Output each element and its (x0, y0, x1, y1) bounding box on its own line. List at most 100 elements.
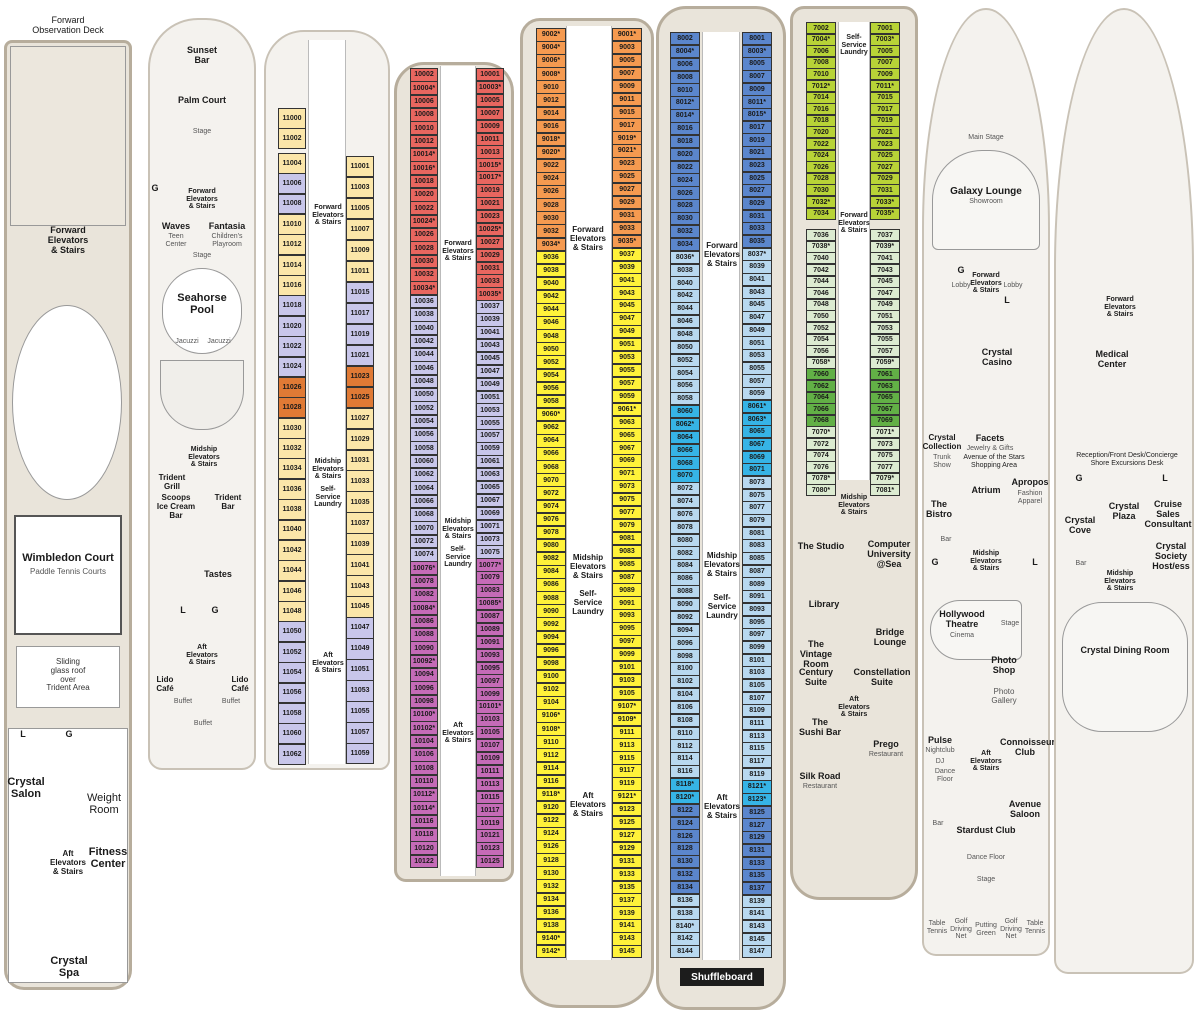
cabin-8019: 8019 (742, 133, 772, 147)
lobby-1: Lobby (951, 282, 971, 289)
cabin-10014: 10014* (410, 148, 438, 162)
cabin-8077: 8077 (742, 501, 772, 515)
buffet-3: Buffet (193, 720, 213, 727)
cabin-10064: 10064 (410, 481, 438, 496)
cabin-10034: 10034* (410, 281, 438, 296)
cabin-9053: 9053 (612, 350, 642, 365)
cabin-8003: 8003* (742, 44, 772, 58)
crystal-casino-label: Crystal Casino (981, 347, 1013, 367)
deck7-aft: Aft Elevators & Stairs (838, 696, 870, 719)
cabin-7031: 7031 (870, 184, 900, 197)
cabin-8120: 8120* (670, 790, 700, 805)
tastes-label: Tastes (204, 569, 232, 579)
cabin-8083: 8083 (742, 539, 772, 553)
cabin-10076: 10076* (410, 561, 438, 576)
cabin-10119: 10119 (476, 816, 504, 830)
cabin-10103: 10103 (476, 713, 504, 727)
cabin-11015: 11015 (346, 281, 374, 304)
cabin-11002: 11002 (278, 128, 306, 150)
cabin-10123: 10123 (476, 842, 504, 856)
cabin-9048: 9048 (536, 329, 566, 343)
cabin-8070: 8070 (670, 469, 700, 483)
cabin-9139: 9139 (612, 906, 642, 920)
cabin-10070: 10070 (410, 521, 438, 536)
cabin-9063: 9063 (612, 415, 642, 429)
cabin-10009: 10009 (476, 119, 504, 133)
collection-sub: Trunk Show (933, 454, 951, 469)
corridor (838, 22, 870, 480)
cabin-8145: 8145 (742, 932, 772, 946)
cabin-8056: 8056 (670, 379, 700, 393)
cabin-11005: 11005 (346, 197, 374, 220)
cabin-11034: 11034 (278, 458, 306, 480)
cabin-7058: 7058* (806, 356, 836, 369)
cabin-8053: 8053 (742, 349, 772, 363)
cabin-9074: 9074 (536, 499, 566, 514)
crystal-cove-label: Crystal Cove (1064, 515, 1096, 535)
cabin-10002: 10002 (410, 68, 438, 82)
cabin-10033: 10033 (476, 274, 504, 288)
stage2-label: Stage (192, 252, 212, 259)
cabin-11057: 11057 (346, 722, 374, 744)
cabin-10106: 10106 (410, 748, 438, 762)
cabin-9086: 9086 (536, 578, 566, 592)
cabin-8107: 8107 (742, 691, 772, 705)
cabin-8022: 8022 (670, 160, 700, 174)
cabin-10040: 10040 (410, 321, 438, 336)
cabin-9118: 9118* (536, 787, 566, 802)
cabin-8100: 8100 (670, 662, 700, 676)
cabin-8042: 8042 (670, 289, 700, 303)
cabin-11009: 11009 (346, 239, 374, 262)
cabin-11044: 11044 (278, 560, 306, 582)
cabin-10089: 10089 (476, 622, 504, 637)
cabin-9012: 9012 (536, 93, 566, 108)
cabin-7071: 7071* (870, 426, 900, 439)
cabin-8134: 8134 (670, 880, 700, 895)
galaxy-lounge (932, 150, 1040, 250)
cabin-7022: 7022 (806, 138, 836, 151)
cabin-7020: 7020 (806, 126, 836, 139)
seahorse-pool-label: Seahorse Pool (177, 292, 227, 317)
cabin-8076: 8076 (670, 507, 700, 522)
reception-desk: Reception/Front Desk/Concierge Shore Exc… (1076, 452, 1178, 467)
cabin-10055: 10055 (476, 416, 504, 430)
cabin-8147: 8147 (742, 945, 772, 959)
cabin-7046: 7046 (806, 287, 836, 300)
cabin-10111: 10111 (476, 764, 504, 779)
cabin-9132: 9132 (536, 879, 566, 893)
cabin-8101: 8101 (742, 653, 772, 667)
cabin-8096: 8096 (670, 636, 700, 650)
cabin-11036: 11036 (278, 478, 306, 500)
deck6-G: G (957, 265, 965, 275)
cabin-7072: 7072 (806, 438, 836, 451)
cabin-7069: 7069 (870, 414, 900, 427)
deck7-mid: Midship Elevators & Stairs (838, 494, 870, 517)
cabin-9080: 9080 (536, 538, 566, 553)
cabin-11004: 11004 (278, 152, 306, 174)
cabin-9100: 9100 (536, 669, 566, 684)
cabin-10077: 10077* (476, 558, 504, 572)
cabin-7056: 7056 (806, 345, 836, 358)
cabin-9046: 9046 (536, 316, 566, 330)
table-tennis-1: Table Tennis (926, 920, 948, 935)
deck11-L: L (180, 605, 186, 615)
cabin-10041: 10041 (476, 326, 504, 340)
cabin-11010: 11010 (278, 213, 306, 235)
deck5-L: L (1162, 473, 1168, 483)
cabin-11024: 11024 (278, 356, 306, 378)
deck6-aft: Aft Elevators & Stairs (970, 750, 1002, 773)
cabin-8060: 8060 (670, 404, 700, 419)
weight-room-label: Weight Room (86, 792, 122, 817)
cabin-10113: 10113 (476, 777, 504, 792)
cabin-10044: 10044 (410, 348, 438, 362)
cabin-10042: 10042 (410, 334, 438, 349)
cabin-10060: 10060 (410, 454, 438, 469)
cabin-8069: 8069 (742, 450, 772, 464)
cabin-10085: 10085* (476, 597, 504, 611)
avenue-stars: Avenue of the Stars Shopping Area (963, 454, 1025, 469)
cabin-7050: 7050 (806, 310, 836, 323)
scoops-bar: Scoops Ice Cream Bar (156, 493, 196, 520)
cabin-10036: 10036 (410, 294, 438, 309)
cabin-8081: 8081 (742, 526, 772, 540)
cabin-9113: 9113 (612, 738, 642, 752)
